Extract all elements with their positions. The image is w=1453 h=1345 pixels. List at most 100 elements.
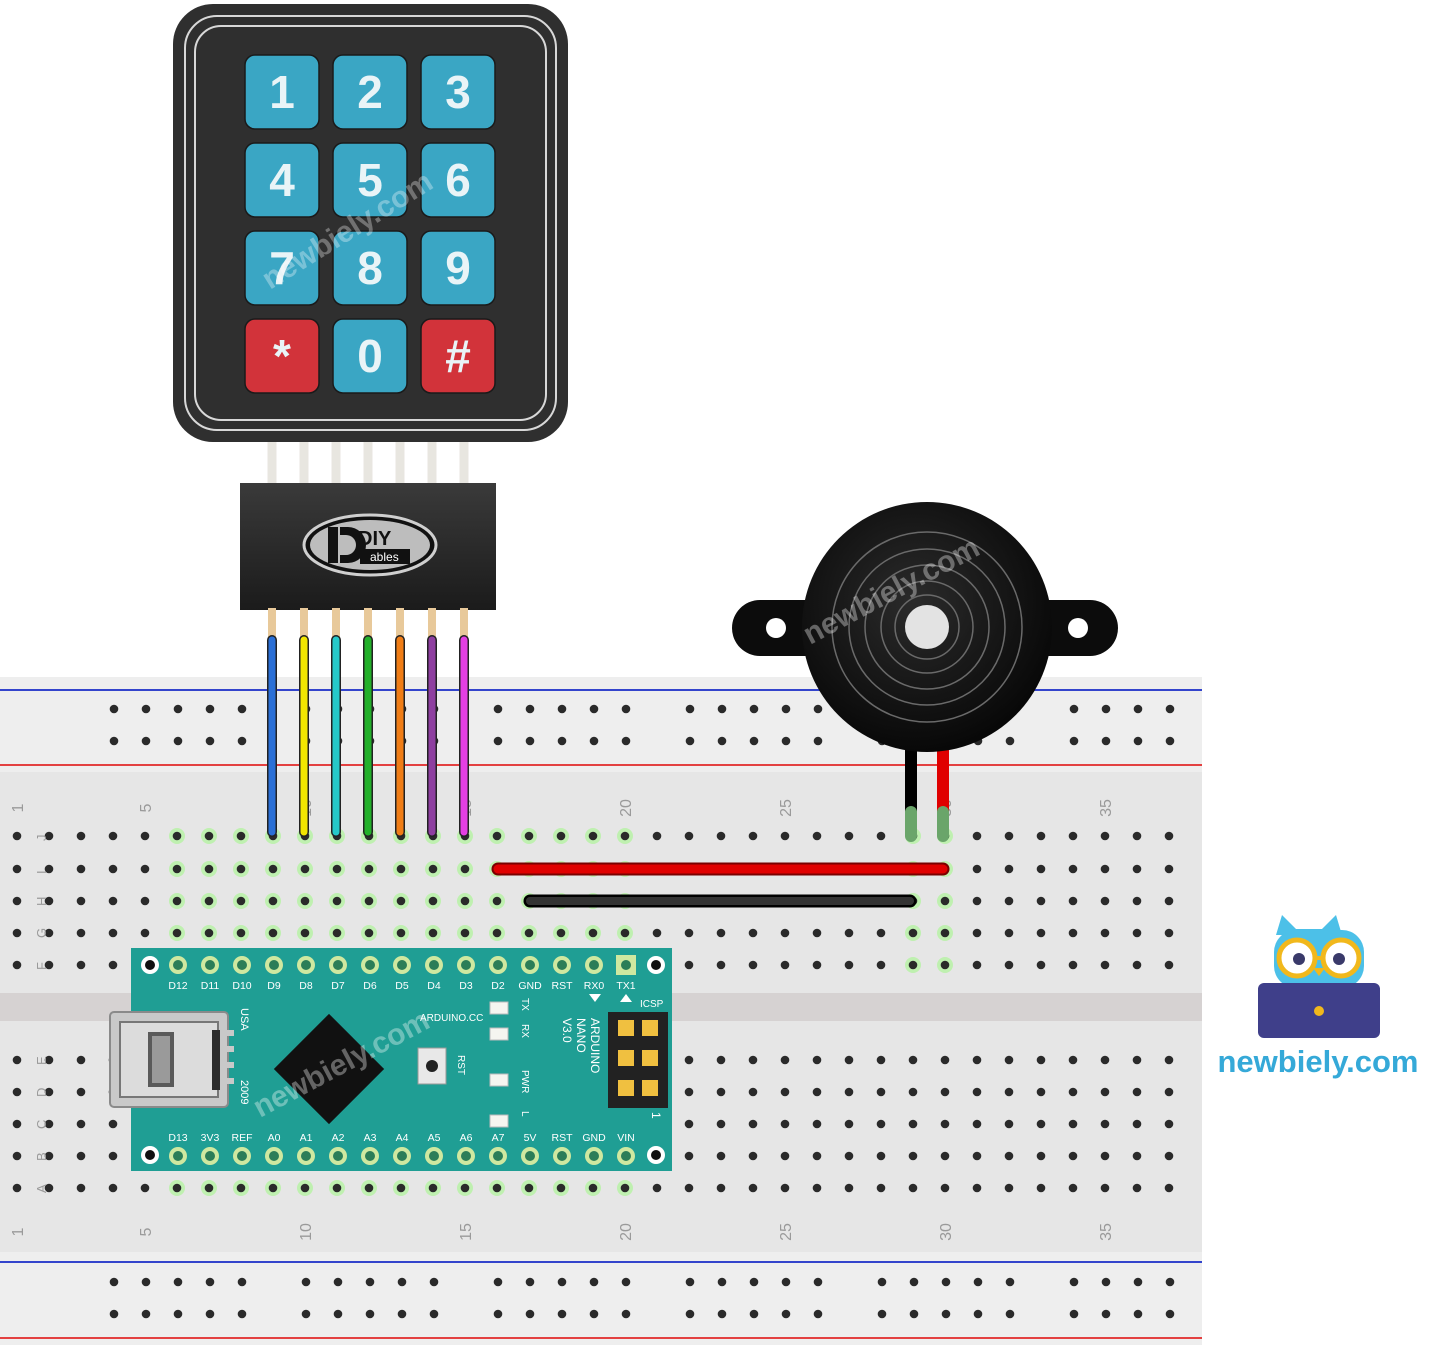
breadboard-hole — [1164, 1055, 1174, 1065]
breadboard-hole — [716, 928, 726, 938]
pin-d6[interactable]: D6 — [361, 956, 379, 992]
key-5[interactable]: 5 — [332, 142, 408, 218]
pin-gnd[interactable]: GND — [518, 956, 542, 992]
breadboard-hole — [620, 1183, 630, 1193]
breadboard-hole — [1100, 1119, 1110, 1129]
pin-a1[interactable]: A1 — [297, 1132, 315, 1165]
pin-label: A2 — [332, 1132, 345, 1144]
breadboard-hole — [748, 1055, 758, 1065]
pin-rst[interactable]: RST — [552, 1132, 574, 1165]
key-8[interactable]: 8 — [332, 230, 408, 306]
pin-tx1[interactable]: TX1 — [616, 955, 636, 992]
key-7[interactable]: 7 — [244, 230, 320, 306]
breadboard-hole — [972, 831, 982, 841]
column-number: 1 — [10, 1227, 27, 1236]
breadboard-hole — [1036, 896, 1046, 906]
pin-gnd[interactable]: GND — [582, 1132, 606, 1165]
power-rail-bottom — [0, 1252, 1202, 1345]
key-star[interactable]: * — [244, 318, 320, 394]
pin-d9[interactable]: D9 — [265, 956, 283, 992]
breadboard-hole — [236, 1183, 246, 1193]
breadboard-hole — [1068, 1151, 1078, 1161]
breadboard-hole — [1036, 1151, 1046, 1161]
pin-label: RX0 — [584, 980, 605, 992]
pin-a3[interactable]: A3 — [361, 1132, 379, 1165]
breadboard-hole — [1036, 960, 1046, 970]
pin-a5[interactable]: A5 — [425, 1132, 443, 1165]
breadboard-hole — [1132, 864, 1142, 874]
pin-vin[interactable]: VIN — [617, 1132, 635, 1165]
rail-hole — [141, 1277, 151, 1287]
pin-d8[interactable]: D8 — [297, 956, 315, 992]
pin-ref[interactable]: REF — [232, 1132, 253, 1165]
rail-hole — [621, 704, 631, 714]
pin-a6[interactable]: A6 — [457, 1132, 475, 1165]
breadboard-hole — [524, 928, 534, 938]
rail-hole — [173, 1277, 183, 1287]
icsp-label: ICSP — [640, 999, 664, 1010]
key-0[interactable]: 0 — [332, 318, 408, 394]
rail-hole — [1101, 736, 1111, 746]
rail-hole — [365, 1277, 375, 1287]
rail-hole — [429, 1277, 439, 1287]
breadboard-hole — [684, 960, 694, 970]
key-1[interactable]: 1 — [244, 54, 320, 130]
pin-a7[interactable]: A7 — [489, 1132, 507, 1165]
jumper-wires — [491, 862, 950, 908]
breadboard-hole — [684, 1087, 694, 1097]
pin-a4[interactable]: A4 — [393, 1132, 411, 1165]
pin-3v3[interactable]: 3V3 — [201, 1132, 220, 1165]
rail-hole — [109, 704, 119, 714]
breadboard-hole — [12, 831, 22, 841]
pin-a0[interactable]: A0 — [265, 1132, 283, 1165]
breadboard-hole — [748, 928, 758, 938]
pin-rx0[interactable]: RX0 — [584, 956, 605, 992]
breadboard-hole — [300, 928, 310, 938]
breadboard-hole — [44, 1183, 54, 1193]
breadboard-hole — [76, 928, 86, 938]
pin-label: D4 — [427, 980, 441, 992]
pin-d13[interactable]: D13 — [168, 1132, 188, 1165]
key-hash[interactable]: # — [420, 318, 496, 394]
key-6[interactable]: 6 — [420, 142, 496, 218]
pin-a2[interactable]: A2 — [329, 1132, 347, 1165]
pin-d7[interactable]: D7 — [329, 956, 347, 992]
breadboard-hole — [972, 1151, 982, 1161]
breadboard-hole — [428, 896, 438, 906]
key-3[interactable]: 3 — [420, 54, 496, 130]
breadboard-hole — [44, 928, 54, 938]
pin-d12[interactable]: D12 — [168, 956, 188, 992]
row-letter: J — [34, 835, 49, 842]
key-label: 8 — [357, 242, 383, 294]
pin-d3[interactable]: D3 — [457, 956, 475, 992]
breadboard-hole — [204, 1183, 214, 1193]
pin-d11[interactable]: D11 — [201, 956, 220, 992]
breadboard-hole — [1132, 960, 1142, 970]
breadboard-hole — [1100, 1087, 1110, 1097]
key-4[interactable]: 4 — [244, 142, 320, 218]
pin-d4[interactable]: D4 — [425, 956, 443, 992]
breadboard-hole — [876, 1055, 886, 1065]
breadboard-hole — [236, 864, 246, 874]
pin-label: D3 — [459, 980, 473, 992]
breadboard-hole — [1100, 1183, 1110, 1193]
rail-hole — [1005, 1277, 1015, 1287]
pin-label: A5 — [428, 1132, 441, 1144]
pin-d10[interactable]: D10 — [232, 956, 252, 992]
breadboard-hole — [1004, 960, 1014, 970]
rail-hole — [973, 1309, 983, 1319]
breadboard-hole — [844, 1119, 854, 1129]
pin-5v[interactable]: 5V — [521, 1132, 539, 1165]
key-9[interactable]: 9 — [420, 230, 496, 306]
breadboard-hole — [684, 1151, 694, 1161]
rail-hole — [589, 736, 599, 746]
breadboard-hole — [876, 1119, 886, 1129]
pin-d5[interactable]: D5 — [393, 956, 411, 992]
key-2[interactable]: 2 — [332, 54, 408, 130]
breadboard-hole — [908, 1151, 918, 1161]
breadboard-hole — [268, 928, 278, 938]
pin-d2[interactable]: D2 — [489, 956, 507, 992]
breadboard-hole — [1164, 1119, 1174, 1129]
breadboard-hole — [876, 960, 886, 970]
pin-rst[interactable]: RST — [552, 956, 574, 992]
